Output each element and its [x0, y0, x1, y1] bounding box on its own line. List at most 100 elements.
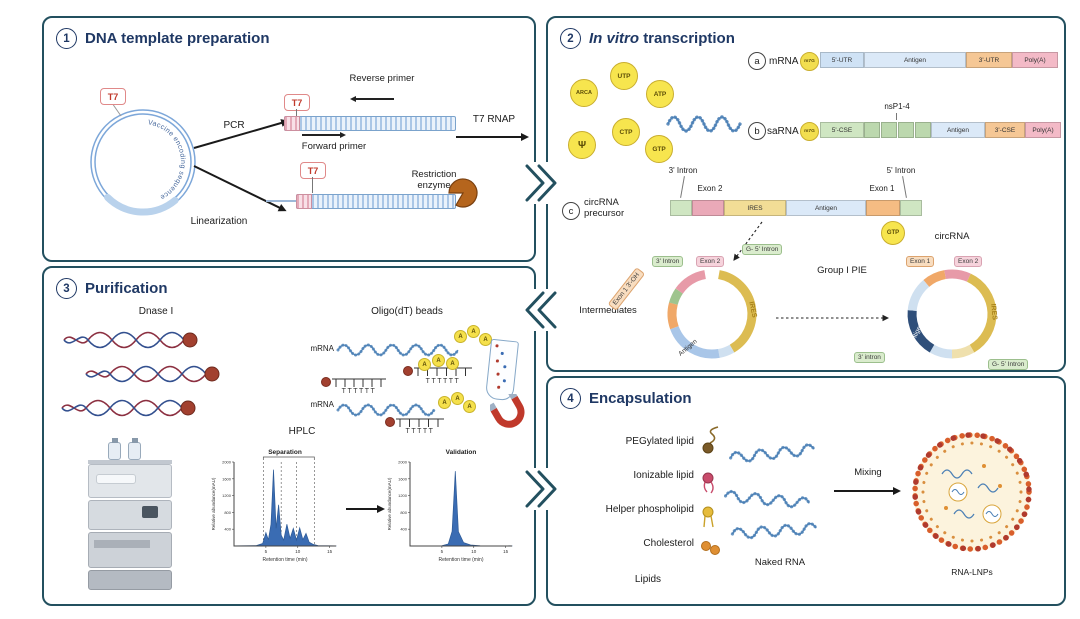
ionizable-lipid-icon — [702, 472, 714, 494]
svg-text:800: 800 — [224, 510, 231, 515]
sarna-3cse-segment: 3'-CSE — [985, 122, 1025, 138]
precursor-exon2-segment — [692, 200, 724, 216]
svg-text:Retention time (min): Retention time (min) — [438, 557, 483, 563]
row-b-badge: b — [748, 122, 766, 140]
circrna-precursor-label-2: precursor — [584, 208, 625, 219]
bottle-cap — [132, 438, 138, 443]
dnase-enzyme-icon — [180, 400, 196, 416]
svg-text:10: 10 — [471, 549, 477, 554]
utp-ntp-icon: UTP — [610, 62, 638, 90]
nsp4-segment — [915, 122, 931, 138]
rna-lnps-label: RNA-LNPs — [951, 567, 993, 577]
linearization-label: Linearization — [190, 216, 248, 227]
group-i-pie-label: Group I PIE — [817, 265, 867, 276]
oligo-dt-graphic — [321, 343, 472, 427]
panel2-number-badge: 2 — [560, 28, 581, 49]
circrna-exon2-tag: Exon 2 — [954, 256, 983, 268]
panel4-number-badge: 4 — [560, 388, 581, 409]
arca-ntp-icon: ARCA — [570, 79, 598, 107]
oligo-dt-sequence-2: TTTTTT — [425, 378, 461, 385]
m7g-cap-b: m7G — [800, 122, 819, 141]
svg-text:2000: 2000 — [222, 460, 232, 465]
dnase-enzyme-icon — [204, 366, 220, 382]
polya-ball: A — [467, 325, 480, 338]
panel1-title: DNA template preparation — [85, 30, 270, 47]
svg-text:400: 400 — [224, 527, 231, 532]
panel-purification: 3 Purification Dnase I Oligo(dT) beads — [42, 266, 536, 606]
pcr-label: PCR — [223, 120, 245, 131]
cholesterol-icon — [701, 541, 720, 555]
ctp-ntp-icon: CTP — [612, 118, 640, 146]
panel4-title: Encapsulation — [589, 390, 692, 407]
svg-text:15: 15 — [503, 549, 509, 554]
panel2-header: 2 In vitro transcription — [560, 28, 735, 49]
row-c-badge: c — [562, 202, 580, 220]
panel1-number-badge: 1 — [56, 28, 77, 49]
mrna-top-label: mRNA — [310, 344, 334, 353]
svg-text:800: 800 — [400, 510, 407, 515]
svg-text:1600: 1600 — [398, 476, 408, 481]
polya-ball: A — [463, 400, 476, 413]
nsp3-segment — [898, 122, 914, 138]
m7g-cap-a: m7G — [800, 52, 819, 71]
oligo-dt-beads-label: Oligo(dT) beads — [371, 306, 443, 317]
t7-connector2 — [312, 177, 314, 193]
intermediates-ring — [667, 270, 757, 359]
nsp2-segment — [881, 122, 897, 138]
polya-ball: A — [454, 330, 467, 343]
magnet-icon — [490, 394, 525, 428]
tube-contents — [495, 344, 499, 347]
svg-text:Retention time (min): Retention time (min) — [262, 557, 307, 563]
sarna-5cse-segment: 5'-CSE — [820, 122, 864, 138]
svg-text:5: 5 — [441, 549, 444, 554]
intron3-label: 3' Intron — [668, 166, 698, 175]
row-a-badge: a — [748, 52, 766, 70]
svg-text:Validation: Validation — [446, 449, 477, 456]
svg-text:Separation: Separation — [268, 449, 302, 456]
polya-ball: A — [432, 354, 445, 367]
hplc-instrument-icon — [80, 438, 180, 594]
restriction-enzyme-label-1: Restriction — [411, 169, 457, 180]
t7-promoter-tag-plasmid: T7 — [100, 88, 126, 105]
cut-site-line — [266, 200, 296, 202]
instrument-base — [88, 570, 172, 590]
bead-icon — [403, 366, 413, 376]
restriction-enzyme-label-2: enzyme — [417, 180, 451, 191]
hplc-label: HPLC — [288, 426, 316, 437]
cholesterol-label: Cholesterol — [643, 538, 694, 549]
atp-ntp-icon: ATP — [646, 80, 674, 108]
panel2-title: In vitro transcription — [589, 30, 735, 47]
mrna-antigen-segment: Antigen — [864, 52, 966, 68]
chevron-step2-to-step3-icon — [523, 289, 559, 331]
t7-rnap-label: T7 RNAP — [472, 114, 516, 125]
circrna-precursor-label-1: circRNA — [584, 197, 619, 208]
svg-text:Relative abundance(mAU): Relative abundance(mAU) — [387, 477, 392, 530]
precursor-intron5-segment — [900, 200, 922, 216]
sarna-row-label: saRNA — [767, 126, 799, 137]
svg-text:15: 15 — [327, 549, 333, 554]
reverse-primer-label: Reverse primer — [349, 73, 415, 84]
dnase-label: Dnase I — [138, 306, 174, 317]
pegylated-lipid-label: PEGylated lipid — [625, 436, 694, 447]
pegylated-lipid-icon — [702, 426, 719, 454]
oligo-dt-sequence-3: TTTTT — [405, 428, 435, 435]
lipid-icons — [701, 426, 720, 555]
gtp-ntp-icon: GTP — [645, 135, 673, 163]
circrna-label: circRNA — [934, 231, 970, 242]
naked-rna-waves-icon — [724, 443, 818, 540]
svg-text:400: 400 — [400, 527, 407, 532]
nsp1-segment — [864, 122, 880, 138]
plasmid-graphic: Vaccine encoding sequence — [90, 102, 196, 216]
restriction-enzyme-icon — [448, 178, 478, 208]
circrna-ires-label: IRES — [989, 303, 998, 320]
svg-text:5: 5 — [265, 549, 268, 554]
circrna-intron3-tag: 3' intron — [854, 352, 885, 364]
t7-connector — [296, 109, 298, 116]
precursor-exon1-segment — [866, 200, 900, 216]
panel-encapsulation: 4 Encapsulation PEGylated lipid Ionizabl… — [546, 376, 1066, 606]
panel-dna-template-preparation: 1 DNA template preparation Vaccine encod… — [42, 16, 536, 262]
pcr-product-dna-bar — [284, 116, 456, 131]
intermediates-g5intron-tag: G- 5' Intron — [742, 244, 783, 256]
